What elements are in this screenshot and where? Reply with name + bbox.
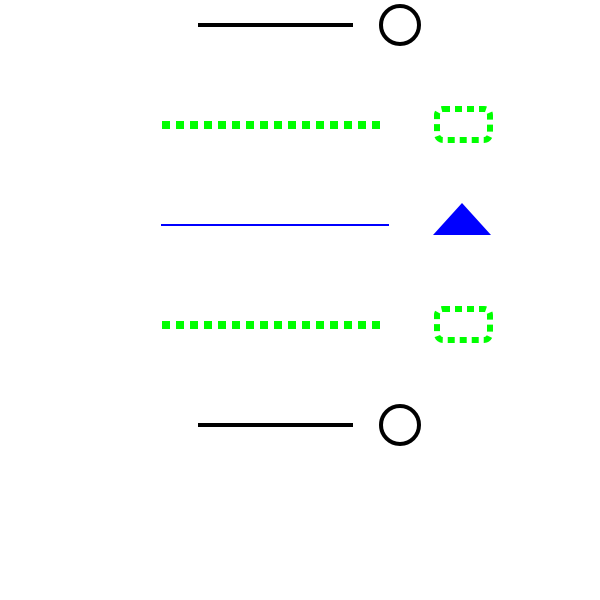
legend-row-2	[162, 106, 493, 143]
circle-icon	[379, 4, 421, 46]
legend-row-3	[161, 203, 491, 235]
dashed-rounded-square-icon	[434, 306, 493, 343]
triangle-icon	[433, 203, 491, 235]
circle-icon	[379, 404, 421, 446]
dashed-rounded-square-icon	[434, 106, 493, 143]
legend-row-4	[162, 306, 493, 343]
legend-row-1	[198, 4, 421, 46]
legend-row-5	[198, 404, 421, 446]
